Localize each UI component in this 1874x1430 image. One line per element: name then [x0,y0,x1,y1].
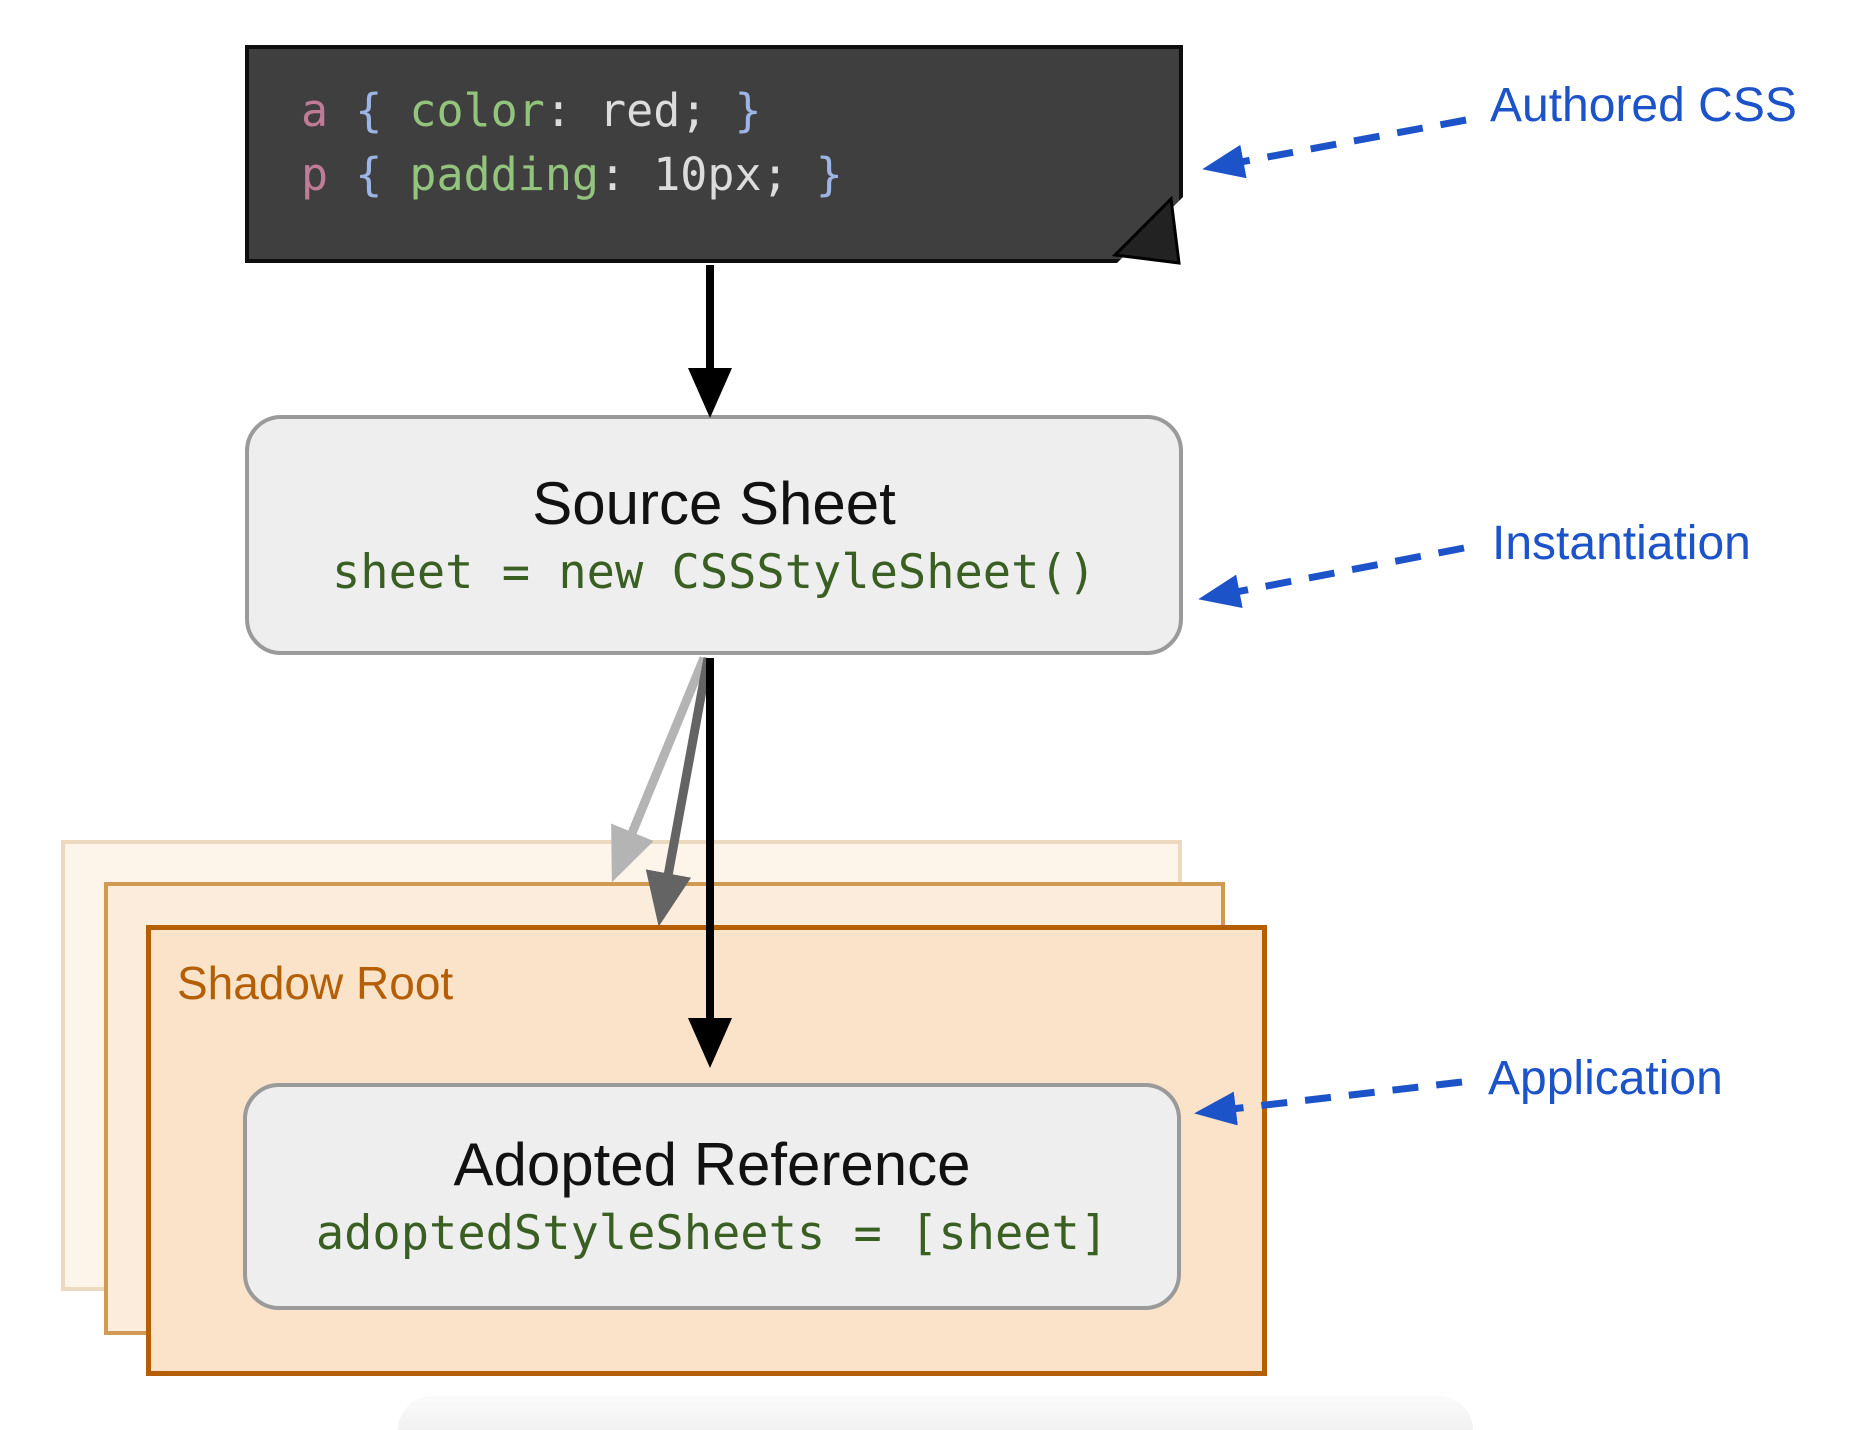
folded-corner-icon [1109,193,1187,271]
source-sheet-code: sheet = new CSSStyleSheet() [331,544,1096,600]
css-rule-line: a { color: red; } [301,79,1179,143]
dashed-arrow-authored-css [1202,116,1467,179]
source-sheet-title: Source Sheet [532,469,896,537]
css-brace: { [355,148,383,201]
css-brace: } [734,84,762,137]
css-value: red; [599,84,708,137]
shadow-root-label: Shadow Root [177,957,454,1009]
authored-css-box: a { color: red; } p { padding: 10px; } [245,45,1187,271]
css-colon: : [544,84,572,137]
css-brace: { [355,84,383,137]
css-property: color [409,84,545,137]
arrow-source-to-back-shadow-root [611,656,709,883]
source-sheet-box: Source Sheet sheet = new CSSStyleSheet() [245,415,1183,655]
css-selector: p [301,148,329,201]
css-colon: : [599,148,627,201]
css-selector: a [301,84,329,137]
page-fold-flap [1111,195,1181,265]
adopted-reference-code: adoptedStyleSheets = [sheet] [315,1206,1109,1262]
css-brace: } [815,148,843,201]
css-rule-line: p { padding: 10px; } [301,143,1179,207]
adopted-reference-box: Adopted Reference adoptedStyleSheets = [… [243,1083,1181,1310]
css-value: 10px; [653,148,789,201]
dashed-arrow-instantiation [1198,544,1465,609]
cropped-bottom-element [398,1396,1473,1430]
annotation-instantiation: Instantiation [1492,517,1751,570]
annotation-application: Application [1488,1052,1723,1105]
adopted-reference-title: Adopted Reference [453,1131,971,1199]
annotation-authored-css: Authored CSS [1490,79,1797,132]
css-property: padding [409,148,600,201]
